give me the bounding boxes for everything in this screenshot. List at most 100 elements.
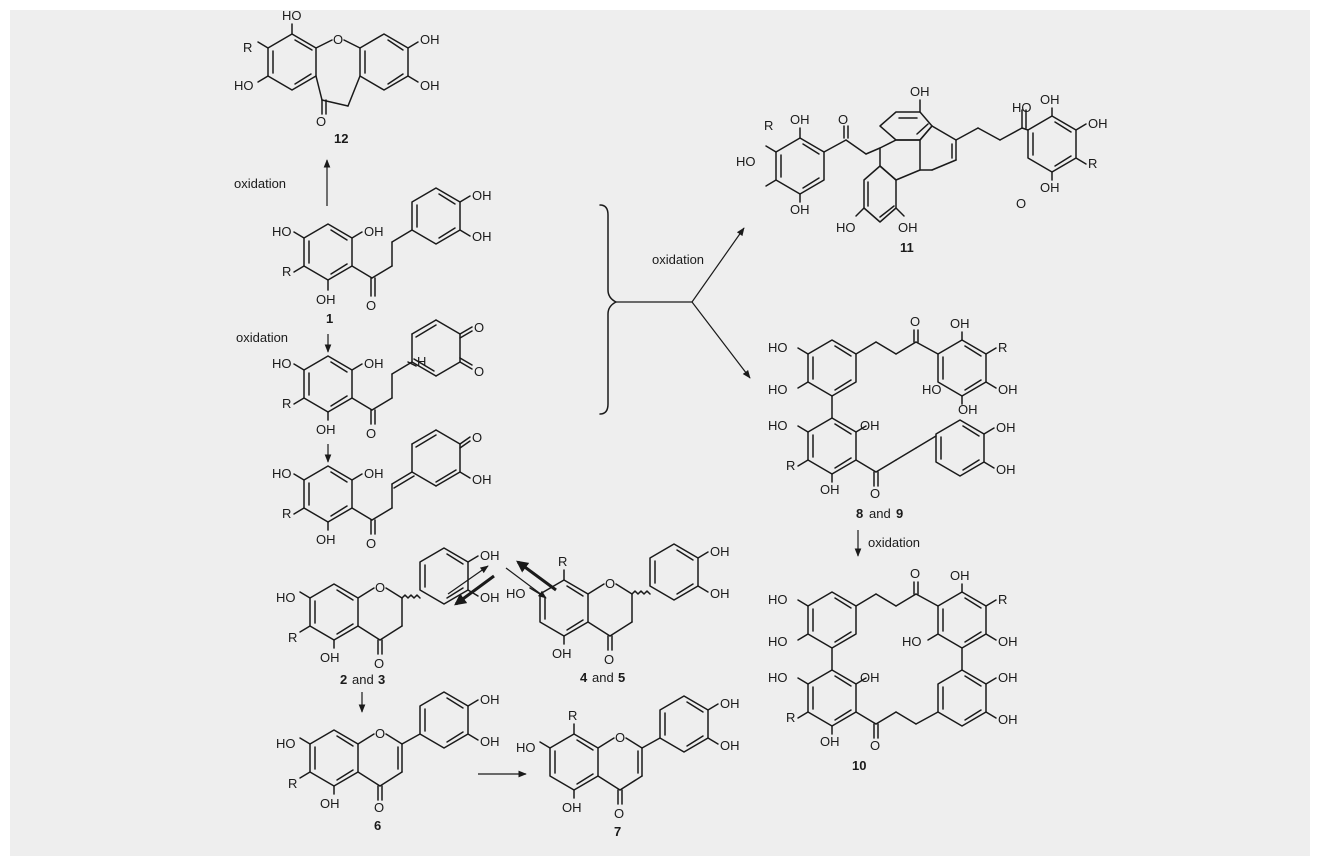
atom-label: R [558, 554, 567, 569]
atom-label: OH [1040, 180, 1060, 195]
atom-label: O [375, 726, 385, 741]
compound-6-label: 6 [374, 818, 381, 833]
atom-label: O [910, 566, 920, 581]
atom-label: OH [860, 670, 880, 685]
atom-label: OH [790, 112, 810, 127]
atom-label: O [374, 656, 384, 671]
atom-label: OH [790, 202, 810, 217]
atom-label: R [282, 264, 291, 279]
compound-12-label: 12 [334, 131, 348, 146]
atom-label: OH [910, 84, 930, 99]
quinone-methide-structure: HO R OH OH O O OH [272, 429, 492, 551]
atom-label: HO [768, 670, 788, 685]
atom-label: OH [998, 712, 1018, 727]
atom-label: R [764, 118, 773, 133]
atom-label: OH [950, 568, 970, 583]
atom-label: HO [516, 740, 536, 755]
compound-11-structure: R OH HO OH O OH HO OH O HO OH OH R OH [736, 84, 1108, 235]
atom-label: HO [736, 154, 756, 169]
compound-1-label: 1 [326, 311, 333, 326]
atom-label: OH [860, 418, 880, 433]
arrow-methide-to-flavanone-2-3 [454, 574, 495, 606]
atom-label: OH [480, 590, 500, 605]
atom-label: OH [364, 224, 384, 239]
atom-label: OH [320, 796, 340, 811]
atom-label: R [1088, 156, 1097, 171]
atom-label: R [243, 40, 252, 55]
atom-label: HO [272, 224, 292, 239]
compound-11-label: 11 [900, 240, 914, 255]
step-label-oxidation: oxidation [234, 176, 286, 191]
step-label-oxidation: oxidation [868, 535, 920, 550]
compound-10-label: 10 [852, 758, 866, 773]
atom-label: OH [420, 78, 440, 93]
atom-label: HO [272, 356, 292, 371]
atom-label: HO [768, 418, 788, 433]
atom-label: HO [276, 590, 296, 605]
compound-7-label: 7 [614, 824, 621, 839]
atom-label: HO [272, 466, 292, 481]
atom-label: HO [836, 220, 856, 235]
atom-label: O [605, 576, 615, 591]
atom-label: OH [958, 402, 978, 417]
atom-label: O [474, 320, 484, 335]
compound-4-5-label: 4 and 5 [580, 670, 625, 685]
atom-label: OH [998, 634, 1018, 649]
atom-label: O [1016, 196, 1026, 211]
atom-label: HO [768, 382, 788, 397]
atom-label: OH [480, 734, 500, 749]
atom-label: HO [234, 78, 254, 93]
atom-label: OH [480, 548, 500, 563]
atom-label: OH [998, 670, 1018, 685]
atom-label: OH [1040, 92, 1060, 107]
atom-label: O [615, 730, 625, 745]
atom-label: OH [562, 800, 582, 815]
atom-label: O [838, 112, 848, 127]
compound-12-structure: HO R HO O O OH OH [234, 8, 440, 129]
atom-label: R [786, 710, 795, 725]
compound-1-structure: HO R OH OH O OH OH [272, 187, 492, 313]
atom-label: HO [922, 382, 942, 397]
atom-label: OH [420, 32, 440, 47]
atom-label: O [366, 536, 376, 551]
and-label: and [352, 672, 374, 687]
compound-5-label: 5 [618, 670, 625, 685]
atom-label: R [998, 592, 1007, 607]
atom-label: O [366, 298, 376, 313]
compound-8-label: 8 [856, 506, 863, 521]
atom-label: OH [820, 734, 840, 749]
atom-label: OH [720, 696, 740, 711]
atom-label: O [604, 652, 614, 667]
brace [599, 204, 617, 415]
atom-label: O [375, 580, 385, 595]
atom-label: R [288, 776, 297, 791]
atom-label: O [316, 114, 326, 129]
atom-label: OH [316, 532, 336, 547]
atom-label: OH [316, 292, 336, 307]
atom-label: O [474, 364, 484, 379]
atom-label: O [614, 806, 624, 821]
atom-label: HO [768, 634, 788, 649]
atom-label: OH [364, 356, 384, 371]
atom-label: R [568, 708, 577, 723]
atom-label: OH [316, 422, 336, 437]
compound-4-label: 4 [580, 670, 588, 685]
compound-8-9-label: 8 and 9 [856, 506, 903, 521]
and-label: and [869, 506, 891, 521]
atom-label: HO [768, 340, 788, 355]
atom-label: HO [282, 8, 302, 23]
atom-label: OH [950, 316, 970, 331]
atom-label: H [417, 354, 426, 369]
arrow-to-compound-8-9 [691, 301, 751, 379]
compound-4-5-structure: R HO O OH O OH OH [506, 543, 730, 667]
atom-label: HO [1012, 100, 1032, 115]
atom-label: OH [996, 420, 1016, 435]
atom-label: R [282, 396, 291, 411]
atom-label: HO [902, 634, 922, 649]
atom-label: O [472, 430, 482, 445]
compound-8-9-structure: HO HO O OH R OH HO OH HO OH R OH O OH OH [768, 314, 1018, 501]
atom-label: OH [472, 229, 492, 244]
atom-label: OH [710, 586, 730, 601]
atom-label: HO [276, 736, 296, 751]
